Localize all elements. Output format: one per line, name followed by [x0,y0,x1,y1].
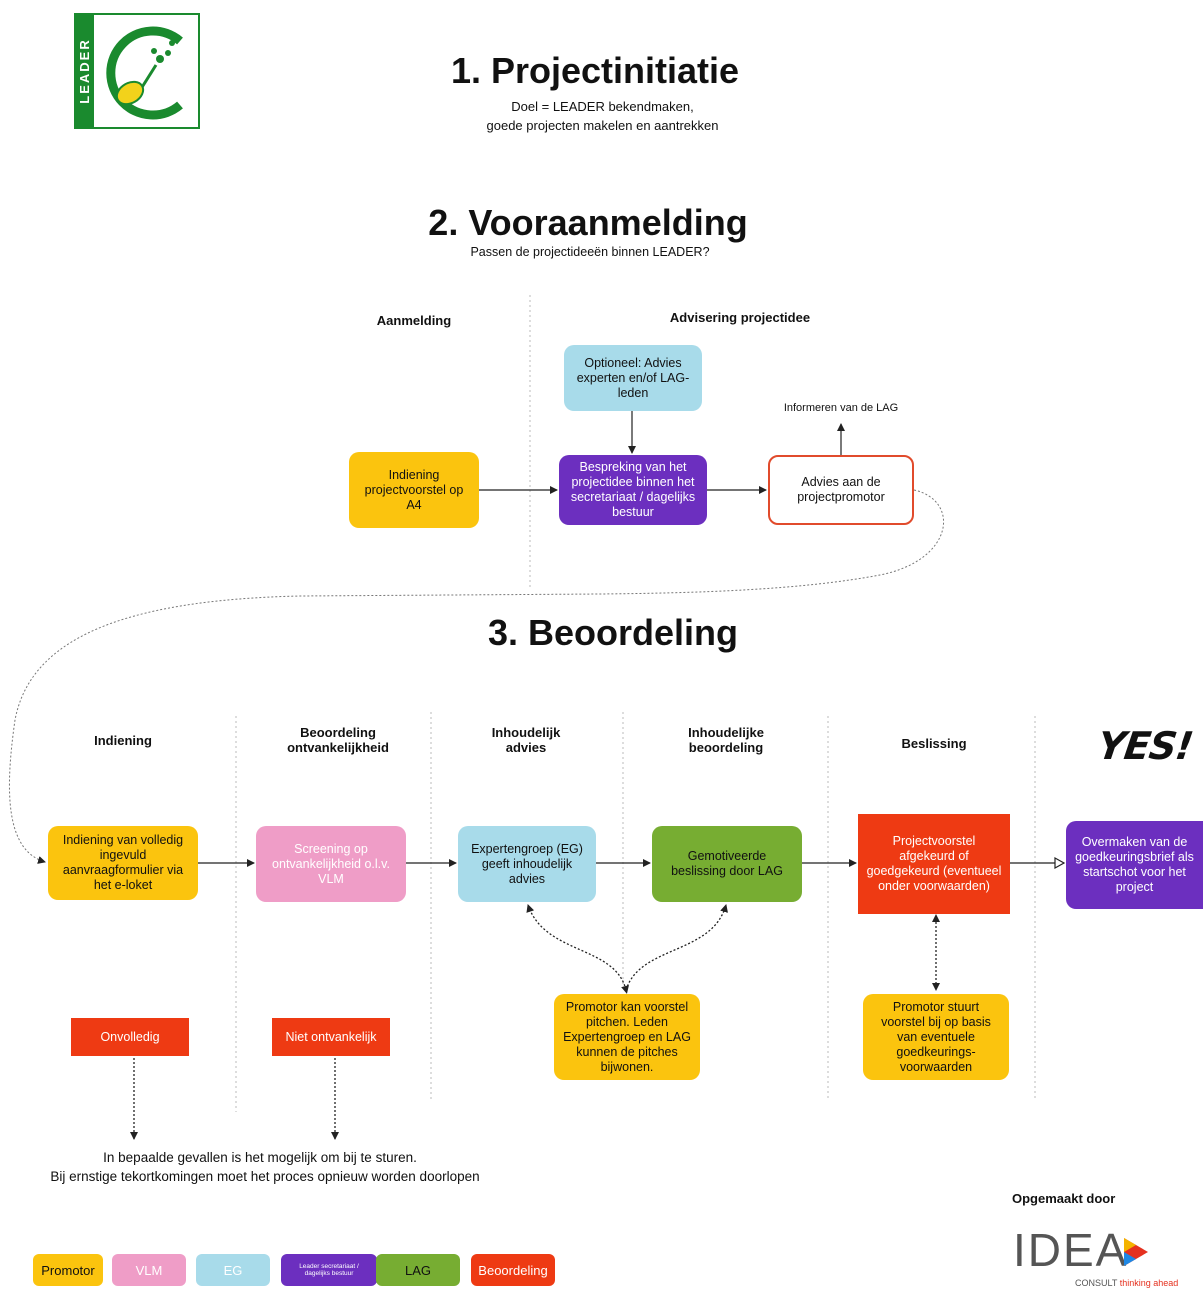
connector-pitch-lag [625,904,728,991]
box-niet-ontvankelijk: Niet ontvankelijk [272,1018,390,1056]
box-onvolledig: Onvolledig [71,1018,189,1056]
credits-label: Opgemaakt door [1012,1191,1116,1206]
box-advies-promotor: Advies aan de projectpromotor [768,455,914,525]
legend-leader-secretariaat: Leader secretariaat / dagelijks bestuur [281,1254,377,1286]
col-inhoudelijk-advies: Inhoudelijk advies [491,725,561,755]
leader-logo: LEADER [74,13,200,129]
note-line1: In bepaalde gevallen is het mogelijk om … [103,1150,417,1165]
legend-vlm: VLM [112,1254,186,1286]
section2-title: 2. Vooraanmelding [428,202,748,243]
section1-line1: Doel = LEADER bekendmaken, [511,99,694,114]
section1-line2: goede projecten makelen en aantrekken [486,118,719,133]
section1-title: 1. Projectinitiatie [450,50,740,91]
col-indiening: Indiening [94,733,152,748]
box-indiening-a4: Indiening projectvoorstel op A4 [349,452,479,528]
box-projectvoorstel: Projectvoorstel afgekeurd of goedgekeurd… [858,814,1010,914]
informeren-lag-label: Informeren van de LAG [783,402,899,414]
note-line2: Bij ernstige tekortkomingen moet het pro… [50,1169,480,1184]
idea-logo-text: IDEA [1013,1224,1129,1276]
col-beoordeling-ontvankelijkheid: Beoordeling ontvankelijkheid [287,725,389,755]
box-expertengroep: Expertengroep (EG) geeft inhoudelijk adv… [458,826,596,902]
idea-tagline-a: CONSULT [1075,1278,1118,1288]
idea-tagline: CONSULT thinking ahead [1075,1278,1178,1288]
legend-lag: LAG [376,1254,460,1286]
legend-eg: EG [196,1254,270,1286]
section2-subtitle: Passen de projectideeën binnen LEADER? [470,245,710,259]
box-optioneel-advies: Optioneel: Advies experten en/of LAG-led… [564,345,702,411]
box-overmaken: Overmaken van de goedkeuringsbrief als s… [1066,821,1203,909]
box-pitch: Promotor kan voorstel pitchen. Leden Exp… [554,994,700,1080]
col-advisering: Advisering projectidee [669,310,811,325]
section3-title: 3. Beoordeling [487,612,739,653]
box-promotor-stuurt: Promotor stuurt voorstel bij op basis va… [863,994,1009,1080]
connector-pitch-eg [526,904,629,994]
legend-beoordeling: Beoordeling [471,1254,555,1286]
box-bespreking: Bespreking van het projectidee binnen he… [559,455,707,525]
idea-tagline-b: thinking ahead [1119,1278,1179,1288]
col-inhoudelijke-beoordeling: Inhoudelijke beoordeling [688,725,764,755]
leader-logo-band [76,15,94,127]
box-indiening-eloket: Indiening van volledig ingevuld aanvraag… [48,826,198,900]
connector-s2-s3 [8,489,945,864]
col-beslissing: Beslissing [901,736,967,751]
leader-logo-mark [106,26,183,120]
legend-promotor: Promotor [33,1254,103,1286]
box-screening: Screening op ontvankelijkheid o.l.v. VLM [256,826,406,902]
col-aanmelding: Aanmelding [376,313,452,328]
box-gemotiveerde-beslissing: Gemotiveerde beslissing door LAG [652,826,802,902]
